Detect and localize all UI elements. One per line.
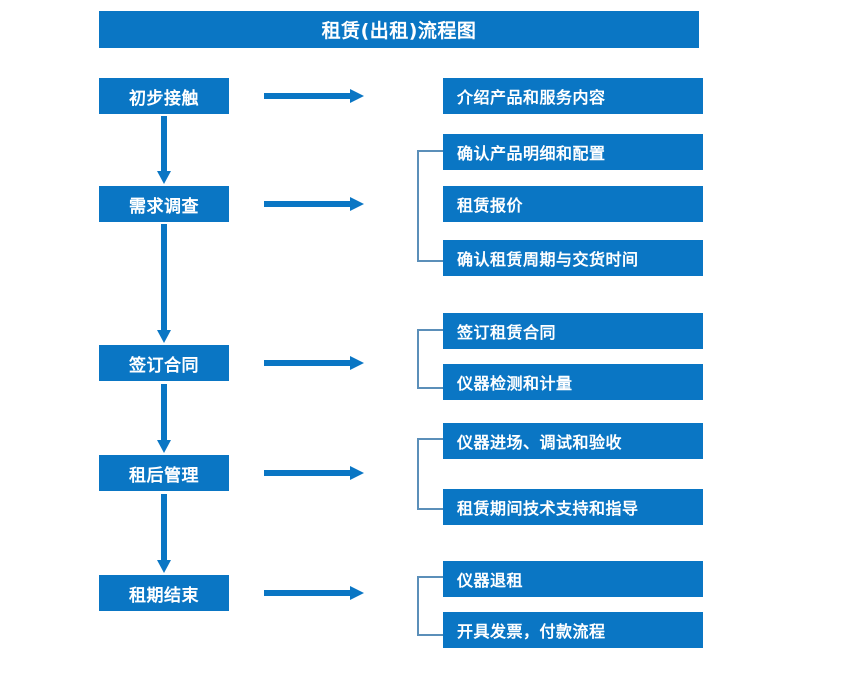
horizontal-arrow-icon-5 bbox=[264, 584, 364, 602]
detail-box-confirm-product-details[interactable]: 确认产品明细和配置 bbox=[443, 134, 703, 170]
bracket-icon-group-5 bbox=[417, 576, 443, 636]
vertical-arrow-icon-4 bbox=[155, 494, 173, 573]
horizontal-arrow-icon-4 bbox=[264, 464, 364, 482]
bracket-icon-group-2 bbox=[417, 150, 443, 262]
detail-box-instrument-inspection[interactable]: 仪器检测和计量 bbox=[443, 364, 703, 400]
detail-box-instrument-entry-commissioning[interactable]: 仪器进场、调试和验收 bbox=[443, 423, 703, 459]
stage-box-sign-contract[interactable]: 签订合同 bbox=[99, 345, 229, 381]
detail-box-confirm-rental-period[interactable]: 确认租赁周期与交货时间 bbox=[443, 240, 703, 276]
stage-box-rental-end[interactable]: 租期结束 bbox=[99, 575, 229, 611]
vertical-arrow-icon-2 bbox=[155, 224, 173, 343]
stage-box-demand-survey[interactable]: 需求调查 bbox=[99, 186, 229, 222]
horizontal-arrow-icon-3 bbox=[264, 354, 364, 372]
detail-box-rental-quotation[interactable]: 租赁报价 bbox=[443, 186, 703, 222]
detail-box-sign-rental-contract[interactable]: 签订租赁合同 bbox=[443, 313, 703, 349]
bracket-icon-group-4 bbox=[417, 438, 443, 510]
detail-box-technical-support[interactable]: 租赁期间技术支持和指导 bbox=[443, 489, 703, 525]
horizontal-arrow-icon-1 bbox=[264, 87, 364, 105]
bracket-icon-group-3 bbox=[417, 329, 443, 389]
detail-box-instrument-return[interactable]: 仪器退租 bbox=[443, 561, 703, 597]
stage-box-post-rental-management[interactable]: 租后管理 bbox=[99, 455, 229, 491]
stage-box-initial-contact[interactable]: 初步接触 bbox=[99, 78, 229, 114]
detail-box-introduce-products[interactable]: 介绍产品和服务内容 bbox=[443, 78, 703, 114]
horizontal-arrow-icon-2 bbox=[264, 195, 364, 213]
detail-box-invoice-payment[interactable]: 开具发票，付款流程 bbox=[443, 612, 703, 648]
vertical-arrow-icon-1 bbox=[155, 116, 173, 184]
flowchart-title: 租赁(出租)流程图 bbox=[99, 11, 699, 48]
vertical-arrow-icon-3 bbox=[155, 384, 173, 453]
